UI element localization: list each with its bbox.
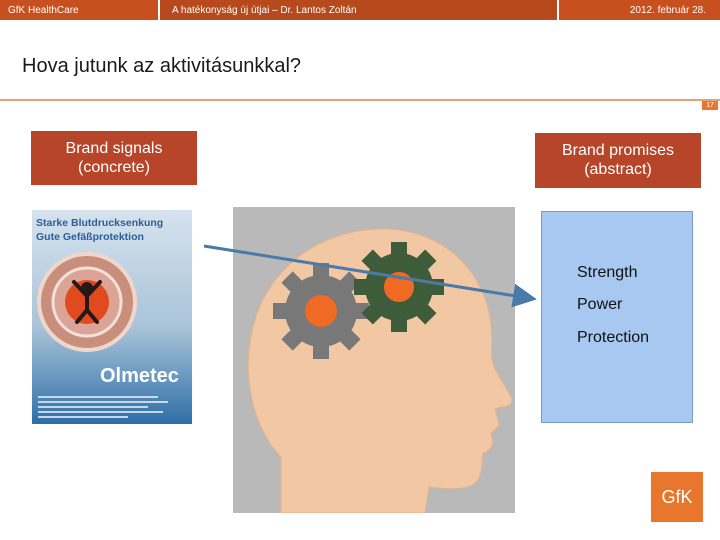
olmetec-ad-image: Starke Blutdrucksenkung Gute Gefäßprotek… (32, 210, 192, 424)
green-gear-icon (354, 242, 444, 332)
header-company: GfK HealthCare (0, 0, 158, 20)
header-bar: GfK HealthCare A hatékonyság új útjai – … (0, 0, 720, 20)
brand-promises-box: Brand promises (abstract) (535, 133, 701, 188)
promise-strength: Strength (577, 264, 638, 281)
title-divider (0, 99, 720, 101)
slide-title: Hova jutunk az aktivitásunkkal? (22, 55, 302, 77)
brand-signals-sublabel: (concrete) (77, 159, 151, 176)
ad-headline-2: Gute Gefäßprotektion (36, 231, 144, 243)
gfk-logo: GfK (651, 472, 703, 522)
ad-person-icon (72, 280, 102, 324)
brand-promises-label: Brand promises (561, 142, 675, 159)
ad-brand-name: Olmetec (100, 365, 179, 387)
ad-headline-1: Starke Blutdrucksenkung (36, 217, 163, 229)
header-subtitle: A hatékonyság új útjai – Dr. Lantos Zolt… (160, 0, 557, 20)
page-number: 17 (702, 101, 718, 110)
brand-promises-sublabel: (abstract) (584, 161, 652, 178)
promise-protection: Protection (577, 329, 650, 346)
brand-signals-label: Brand signals (65, 140, 163, 157)
gray-gear-icon (273, 263, 369, 359)
head-gears-image (233, 207, 515, 514)
promise-power: Power (577, 296, 623, 313)
brand-signals-box: Brand signals (concrete) (31, 131, 197, 185)
brand-promises-panel (541, 211, 693, 423)
header-date: 2012. február 28. (559, 0, 720, 20)
ad-fine-print (38, 396, 168, 418)
